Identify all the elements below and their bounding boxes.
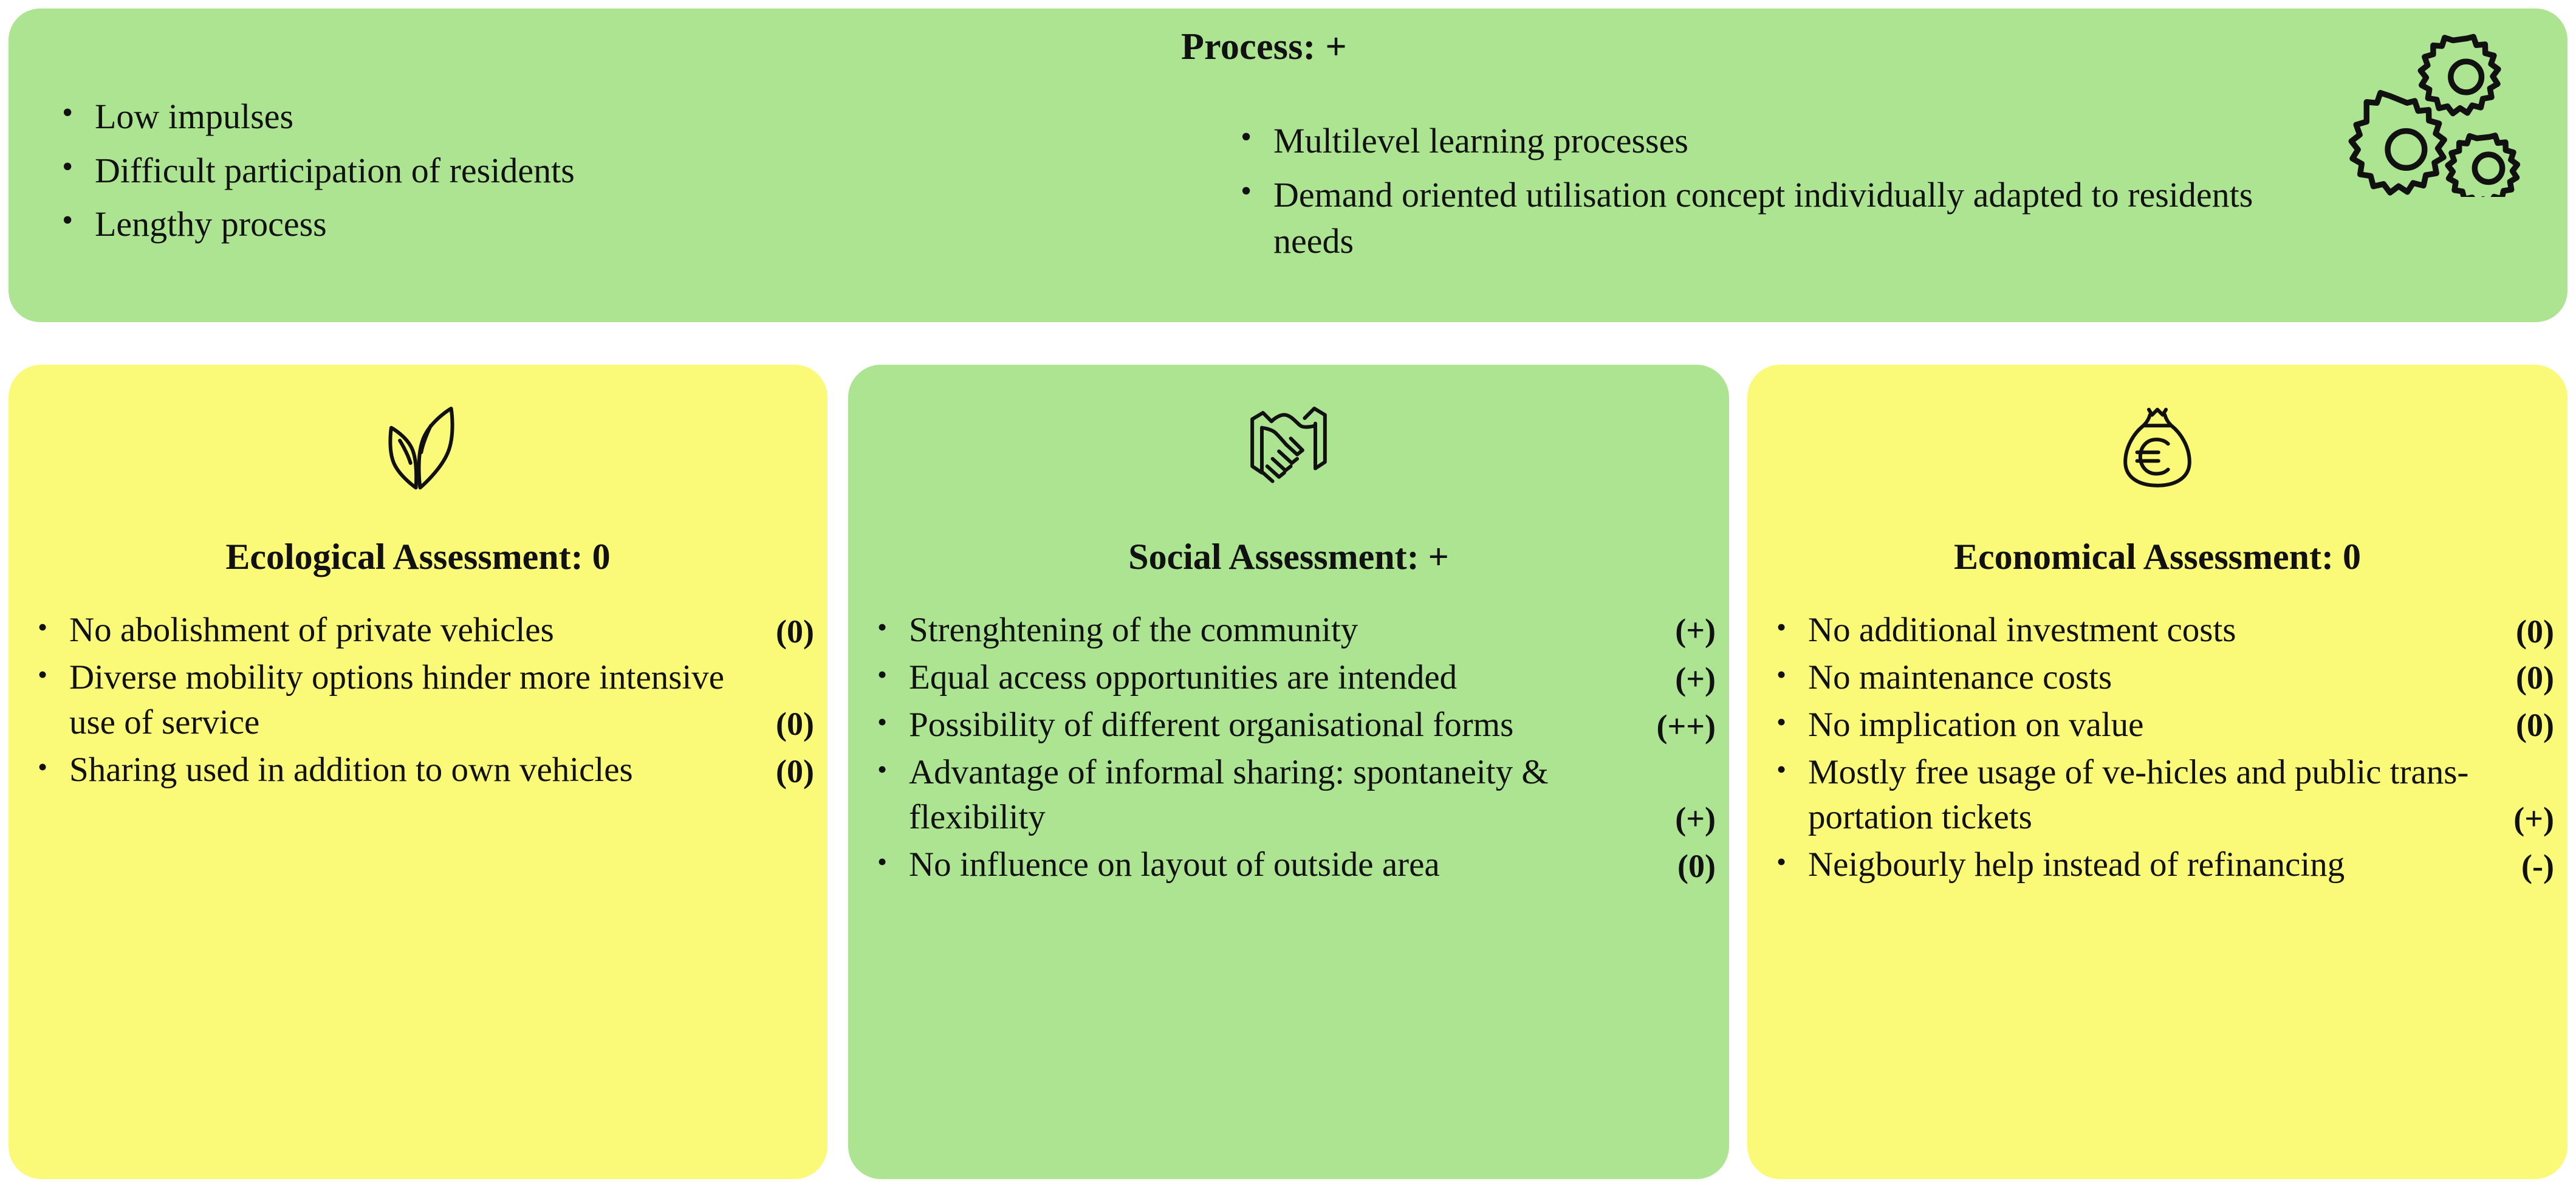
card-title-social: Social Assessment: + xyxy=(1128,537,1449,577)
list-item: Lengthy process xyxy=(57,200,1126,248)
rating-badge: (0) xyxy=(2516,707,2554,744)
list-item: Advantage of informal sharing: spontanei… xyxy=(869,750,1716,840)
handshake-icon xyxy=(848,391,1729,507)
list-item-text: No influence on layout of outside area xyxy=(909,845,1440,884)
process-title: Process: + xyxy=(1181,26,1348,67)
card-body-social: Strenghtening of the community (+) Equal… xyxy=(869,608,1716,890)
assessment-list-ecological: No abolishment of private vehicles (0) D… xyxy=(29,608,814,793)
card-ecological: Ecological Assessment: 0 No abolishment … xyxy=(9,365,827,1179)
list-item: Possibility of different organisational … xyxy=(869,703,1716,748)
list-item: No additional investment costs (0) xyxy=(1768,608,2554,653)
list-item-text: No implication on value xyxy=(1808,706,2144,745)
rating-badge: (+) xyxy=(2513,800,2554,838)
assessment-list-social: Strenghtening of the community (+) Equal… xyxy=(869,608,1716,888)
list-item: No implication on value (0) xyxy=(1768,703,2554,748)
assessment-list-economical: No additional investment costs (0) No ma… xyxy=(1768,608,2554,888)
list-item: No influence on layout of outside area (… xyxy=(869,842,1716,887)
rating-badge: (+) xyxy=(1675,800,1716,838)
process-panel: Process: + Low impulses Difficult partic… xyxy=(9,9,2567,322)
card-body-economical: No additional investment costs (0) No ma… xyxy=(1768,608,2554,890)
rating-badge: (0) xyxy=(776,613,814,650)
rating-badge: (0) xyxy=(2516,659,2554,697)
list-item: Diverse mobility options hinder more int… xyxy=(29,655,814,745)
process-right-bullet-list: Multilevel learning processes Demand ori… xyxy=(1236,117,2305,265)
list-item-text: No maintenance costs xyxy=(1808,658,2112,697)
list-item: Low impulses xyxy=(57,92,1126,140)
card-title-economical: Economical Assessment: 0 xyxy=(1954,537,2361,577)
rating-badge: (+) xyxy=(1675,612,1716,649)
process-right-column: Multilevel learning processes Demand ori… xyxy=(1236,117,2305,272)
list-item: Mostly free usage of ve-hicles and publi… xyxy=(1768,750,2554,840)
rating-badge: (-) xyxy=(2521,848,2554,885)
rating-badge: (+) xyxy=(1675,661,1716,697)
list-item-text: Advantage of informal sharing: spontanei… xyxy=(909,753,1549,837)
list-item: Equal access opportunities are intended … xyxy=(869,655,1716,700)
rating-badge: (0) xyxy=(1677,848,1716,885)
list-item-text: Strenghtening of the community xyxy=(909,611,1358,649)
card-economical: Economical Assessment: 0 No additional i… xyxy=(1747,365,2567,1179)
list-item: Multilevel learning processes xyxy=(1236,117,2305,165)
gears-icon xyxy=(2346,27,2529,197)
card-title-ecological: Ecological Assessment: 0 xyxy=(225,537,611,577)
list-item: Difficult participation of residents xyxy=(57,146,1126,194)
list-item-text: No abolishment of private vehicles xyxy=(69,611,554,649)
list-item-text: Neigbourly help instead of refinancing xyxy=(1808,845,2345,884)
rating-badge: (0) xyxy=(776,706,814,743)
list-item-text: Sharing used in addition to own vehicles xyxy=(69,751,633,790)
list-item-text: Equal access opportunities are intended xyxy=(909,658,1458,697)
list-item: Strenghtening of the community (+) xyxy=(869,608,1716,653)
rating-badge: (0) xyxy=(2516,613,2554,650)
list-item: Sharing used in addition to own vehicles… xyxy=(29,748,814,793)
rating-badge: (0) xyxy=(776,753,814,790)
list-item-text: Possibility of different organisational … xyxy=(909,706,1514,745)
card-social: Social Assessment: + Strenghtening of th… xyxy=(848,365,1729,1179)
list-item-text: Mostly free usage of ve-hicles and publi… xyxy=(1808,753,2469,837)
list-item-text: No additional investment costs xyxy=(1808,611,2236,649)
list-item: Neigbourly help instead of refinancing (… xyxy=(1768,842,2554,887)
card-body-ecological: No abolishment of private vehicles (0) D… xyxy=(29,608,814,795)
money-bag-euro-icon xyxy=(1747,391,2567,507)
rating-badge: (++) xyxy=(1656,708,1716,745)
process-left-column: Low impulses Difficult participation of … xyxy=(57,92,1126,255)
list-item: Demand oriented utilisation concept indi… xyxy=(1236,171,2305,265)
leaf-icon xyxy=(9,391,827,507)
list-item-text: Diverse mobility options hinder more int… xyxy=(69,658,725,742)
process-left-bullet-list: Low impulses Difficult participation of … xyxy=(57,92,1126,248)
list-item: No maintenance costs (0) xyxy=(1768,655,2554,700)
list-item: No abolishment of private vehicles (0) xyxy=(29,608,814,653)
